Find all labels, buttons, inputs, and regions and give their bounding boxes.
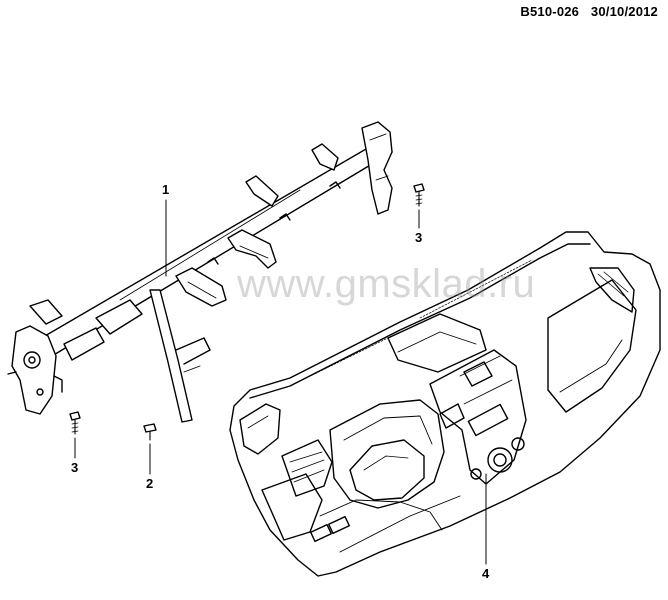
instrument-panel	[229, 231, 661, 577]
leader-lines	[74, 199, 487, 565]
callout-2: 2	[146, 476, 154, 491]
cross-car-beam	[7, 121, 393, 423]
diagram-date: 30/10/2012	[590, 4, 658, 19]
callout-3-right: 3	[415, 230, 423, 245]
callout-1: 1	[162, 182, 170, 197]
fastener-3-right	[413, 183, 425, 207]
diagram-header: B510-026 30/10/2012	[520, 4, 658, 19]
diagram-code: B510-026	[520, 4, 580, 19]
callout-3-left: 3	[71, 460, 79, 475]
fastener-2	[143, 423, 157, 441]
fastener-3-left	[69, 411, 81, 435]
watermark: www.gmsklad.ru	[237, 262, 536, 306]
callout-4: 4	[482, 566, 490, 581]
